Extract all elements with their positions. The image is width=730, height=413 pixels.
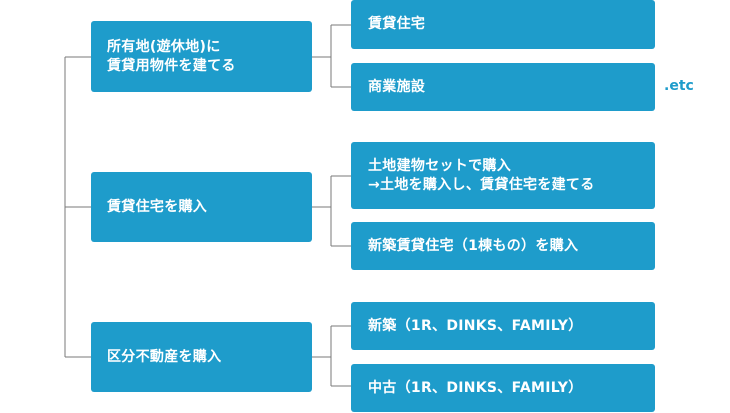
option-label: 新築賃貸住宅（1棟もの）を購入 bbox=[368, 237, 579, 254]
category-box-buy-units: 区分不動産を購入 bbox=[91, 322, 312, 392]
option-label: 商業施設 bbox=[368, 78, 426, 95]
category-box-buy-rental-housing: 賃貸住宅を購入 bbox=[91, 172, 312, 242]
category-label: 所有地(遊休地)に 賃貸用物件を建てる bbox=[107, 38, 236, 74]
category-label: 賃貸住宅を購入 bbox=[107, 198, 208, 215]
option-box-new-whole-building: 新築賃貸住宅（1棟もの）を購入 bbox=[351, 222, 655, 270]
category-label: 区分不動産を購入 bbox=[107, 348, 222, 365]
etc-label: .etc bbox=[664, 78, 694, 94]
option-box-used-unit: 中古（1R、DINKS、FAMILY） bbox=[351, 364, 655, 412]
option-label: 新築（1R、DINKS、FAMILY） bbox=[368, 317, 583, 334]
category-box-build-on-land: 所有地(遊休地)に 賃貸用物件を建てる bbox=[91, 21, 312, 92]
option-box-land-building-set: 土地建物セットで購入 →土地を購入し、賃貸住宅を建てる bbox=[351, 142, 655, 209]
option-label: 土地建物セットで購入 →土地を購入し、賃貸住宅を建てる bbox=[368, 157, 595, 193]
option-box-new-unit: 新築（1R、DINKS、FAMILY） bbox=[351, 302, 655, 350]
option-box-rental-housing: 賃貸住宅 bbox=[351, 0, 655, 49]
option-box-commercial-facility: 商業施設 bbox=[351, 63, 655, 111]
option-label: 中古（1R、DINKS、FAMILY） bbox=[368, 379, 583, 396]
option-label: 賃貸住宅 bbox=[368, 16, 426, 32]
